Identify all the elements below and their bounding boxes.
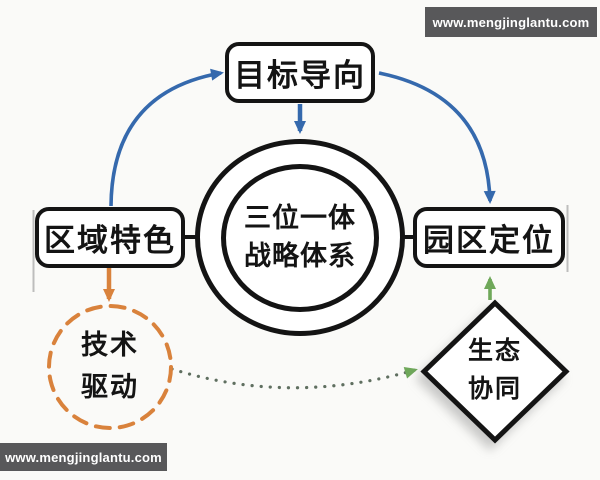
arrow-region-to-goal <box>109 68 224 207</box>
park-box: 园区定位 <box>413 207 565 268</box>
core-circle: 三位一体 战略体系 <box>195 139 405 336</box>
eco-diamond-label: 生态 协同 <box>435 333 555 408</box>
eco-label-line1: 生态 <box>467 337 522 365</box>
park-box-label: 园区定位 <box>423 223 555 258</box>
eco-label-line2: 协同 <box>467 374 522 403</box>
watermark-bottom: www.mengjinglantu.com <box>0 443 167 471</box>
tech-label-line2: 驱动 <box>81 371 139 402</box>
goal-box: 目标导向 <box>225 42 375 103</box>
tech-circle-label: 技术 驱动 <box>50 325 170 409</box>
watermark-top: www.mengjinglantu.com <box>425 7 597 37</box>
goal-box-label: 目标导向 <box>234 58 366 93</box>
arrow-goal-to-park <box>378 71 496 204</box>
core-title-line2: 战略体系 <box>244 240 356 271</box>
tech-label-line1: 技术 <box>81 330 139 360</box>
arrow-tech-to-eco <box>170 366 418 390</box>
region-box-label: 区域特色 <box>44 223 176 258</box>
core-circle-inner: 三位一体 战略体系 <box>221 163 379 312</box>
core-title-line1: 三位一体 <box>244 202 356 233</box>
region-box: 区域特色 <box>35 207 185 268</box>
core-title: 三位一体 战略体系 <box>244 200 356 276</box>
